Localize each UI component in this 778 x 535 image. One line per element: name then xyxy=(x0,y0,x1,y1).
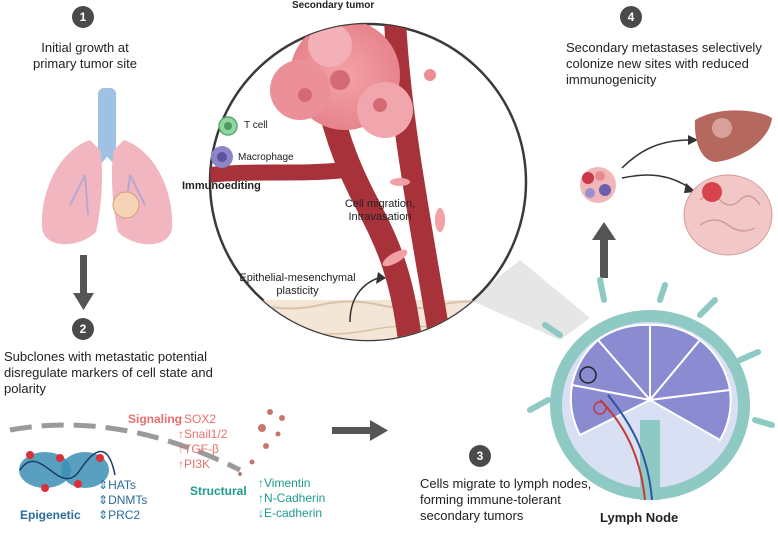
epigenetic-label: Epigenetic xyxy=(20,508,81,522)
signaling-item: ↑PI3K xyxy=(178,457,211,471)
structural-item: ↓E-cadherin xyxy=(258,506,323,520)
step-3-badge: 3 xyxy=(469,445,491,467)
epigenetic-item: ⇕PRC2 xyxy=(98,508,141,522)
step-2-text: Subclones with metastatic potential disr… xyxy=(4,349,213,396)
macrophage-label: Macrophage xyxy=(238,152,294,163)
liver-illustration xyxy=(694,110,772,162)
membrane-dash xyxy=(9,422,242,473)
step-1-badge: 1 xyxy=(72,6,94,28)
lymph-node-illustration xyxy=(527,277,775,501)
epigenetic-item: ⇕DNMTs xyxy=(98,493,148,507)
epigenetic-list: ⇕HATs ⇕DNMTs ⇕PRC2 xyxy=(98,478,147,523)
signaling-list: ↑SOX2 ↑Snail1/2 ↑TGF-β ↑PI3K xyxy=(178,412,227,472)
step-1-text: Initial growth at primary tumor site xyxy=(32,40,138,71)
emp-label: Epithelial-mesenchymal plasticity xyxy=(239,272,356,297)
epigenetic-item: ⇕HATs xyxy=(98,478,136,492)
lungs-illustration xyxy=(41,88,173,245)
dna-nucleosome-icon xyxy=(19,450,116,492)
arrow-to-brain xyxy=(621,174,691,189)
arrow-up-lymph xyxy=(592,222,616,278)
structural-item: ↑Vimentin xyxy=(258,476,311,490)
arrow-to-liver xyxy=(621,139,691,169)
circle-title: Secondary tumor xyxy=(292,0,375,11)
t-cell-label: T cell xyxy=(244,120,268,131)
metastasis-cluster xyxy=(580,167,616,203)
brain-illustration xyxy=(683,174,773,256)
step-2-badge: 2 xyxy=(72,318,94,340)
signaling-item: ↑Snail1/2 xyxy=(178,427,228,441)
zoom-wedge xyxy=(470,260,590,340)
step-4-text: Secondary metastases selectively coloniz… xyxy=(566,40,762,87)
signaling-item: ↑TGF-β xyxy=(178,442,219,456)
arrow-right-2 xyxy=(332,420,388,441)
lymph-node-label: Lymph Node xyxy=(600,510,679,525)
step-4-badge: 4 xyxy=(620,6,642,28)
structural-list: ↑Vimentin ↑N-Cadherin ↓E-cadherin xyxy=(258,476,325,521)
step-3-text: Cells migrate to lymph nodes, forming im… xyxy=(420,476,592,523)
signaling-item: ↑SOX2 xyxy=(178,412,217,426)
structural-label: Structural xyxy=(190,484,247,498)
structural-item: ↑N-Cadherin xyxy=(258,491,326,505)
arrow-down-1 xyxy=(73,255,94,310)
immunoediting-label: Immunoediting xyxy=(182,180,261,192)
migration-label: Cell migration, Intravasation xyxy=(344,198,416,223)
signaling-dots-icon xyxy=(238,409,285,476)
signaling-label: Signaling xyxy=(128,412,182,426)
secondary-tumor-circle xyxy=(208,22,528,342)
